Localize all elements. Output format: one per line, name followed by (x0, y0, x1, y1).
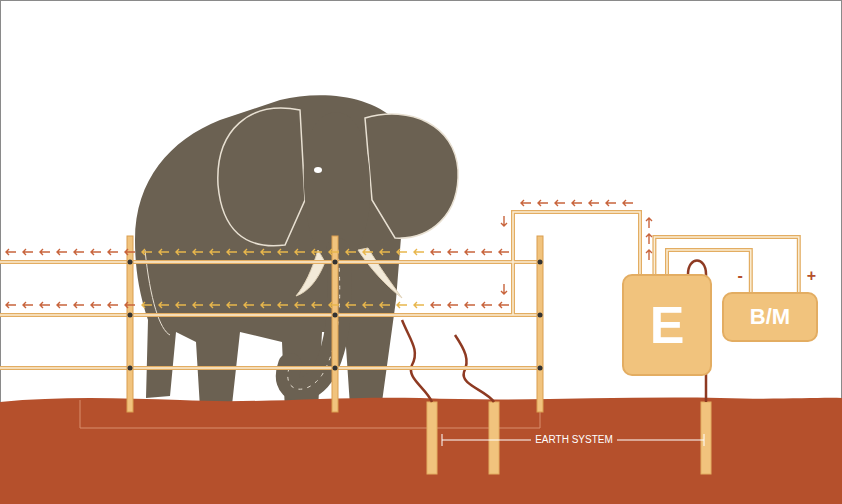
current-arrow (499, 302, 509, 308)
current-arrow (380, 302, 390, 308)
fence-wires (0, 212, 640, 368)
current-arrow (176, 302, 186, 308)
current-arrow (465, 249, 475, 255)
current-arrow (646, 250, 652, 260)
current-arrow (40, 302, 50, 308)
current-arrows (6, 200, 652, 308)
power-source-box: B/M (722, 292, 818, 342)
energizer-box: E (622, 274, 712, 376)
span-bracket (442, 434, 704, 446)
current-arrow (589, 200, 599, 206)
elephant (135, 95, 458, 412)
current-arrow (23, 249, 33, 255)
current-arrow (74, 302, 84, 308)
current-arrow (501, 284, 507, 294)
current-arrow (278, 302, 288, 308)
current-arrow (482, 249, 492, 255)
current-arrow (210, 302, 220, 308)
current-arrow (572, 200, 582, 206)
current-arrow (646, 218, 652, 228)
current-arrow (363, 249, 373, 255)
current-arrow (465, 302, 475, 308)
current-arrow (6, 302, 16, 308)
current-arrow (91, 249, 101, 255)
box-label: B/M (750, 306, 790, 328)
box-label: E (650, 299, 685, 351)
current-arrow (397, 302, 407, 308)
current-arrow (363, 302, 373, 308)
current-arrow (57, 249, 67, 255)
current-arrow (227, 249, 237, 255)
current-arrow (295, 302, 305, 308)
current-arrow (6, 249, 16, 255)
current-arrow (312, 249, 322, 255)
current-arrow (414, 249, 424, 255)
current-arrow (261, 302, 271, 308)
current-arrow (448, 249, 458, 255)
current-arrow (499, 249, 509, 255)
current-arrow (176, 249, 186, 255)
current-arrow (261, 249, 271, 255)
current-arrow (646, 234, 652, 244)
current-arrow (125, 302, 135, 308)
current-arrow (346, 302, 356, 308)
earth-rods (427, 402, 711, 474)
current-arrow (23, 302, 33, 308)
current-arrow (482, 302, 492, 308)
current-arrow (329, 302, 339, 308)
current-arrow (193, 249, 203, 255)
current-arrow (606, 200, 616, 206)
current-arrow (142, 249, 152, 255)
current-arrow (295, 249, 305, 255)
current-arrow (57, 302, 67, 308)
polarity-sign: - (735, 268, 744, 284)
earth-system-label: EARTH SYSTEM (531, 434, 617, 446)
current-arrow (521, 200, 531, 206)
current-arrow (501, 216, 507, 226)
current-arrow (159, 302, 169, 308)
current-arrow (142, 302, 152, 308)
buried-line (80, 400, 540, 428)
current-arrow (108, 302, 118, 308)
current-arrow (210, 249, 220, 255)
current-arrow (40, 249, 50, 255)
polarity-sign: + (805, 268, 818, 284)
insulators (128, 260, 543, 371)
current-arrow (244, 249, 254, 255)
current-arrow (227, 302, 237, 308)
current-arrow (538, 200, 548, 206)
current-arrow (244, 302, 254, 308)
current-arrow (108, 249, 118, 255)
current-arrow (329, 249, 339, 255)
current-arrow (414, 302, 424, 308)
current-arrow (91, 302, 101, 308)
fence-posts (127, 236, 543, 412)
ground (0, 398, 842, 504)
current-arrow (431, 302, 441, 308)
current-arrow (159, 249, 169, 255)
current-arrow (397, 249, 407, 255)
current-arrow (193, 302, 203, 308)
current-arrow (74, 249, 84, 255)
current-arrow (380, 249, 390, 255)
current-arrow (346, 249, 356, 255)
current-arrow (623, 200, 633, 206)
current-arrow (555, 200, 565, 206)
current-arrow (278, 249, 288, 255)
current-arrow (431, 249, 441, 255)
current-arrow (448, 302, 458, 308)
current-arrow (312, 302, 322, 308)
current-arrow (125, 249, 135, 255)
